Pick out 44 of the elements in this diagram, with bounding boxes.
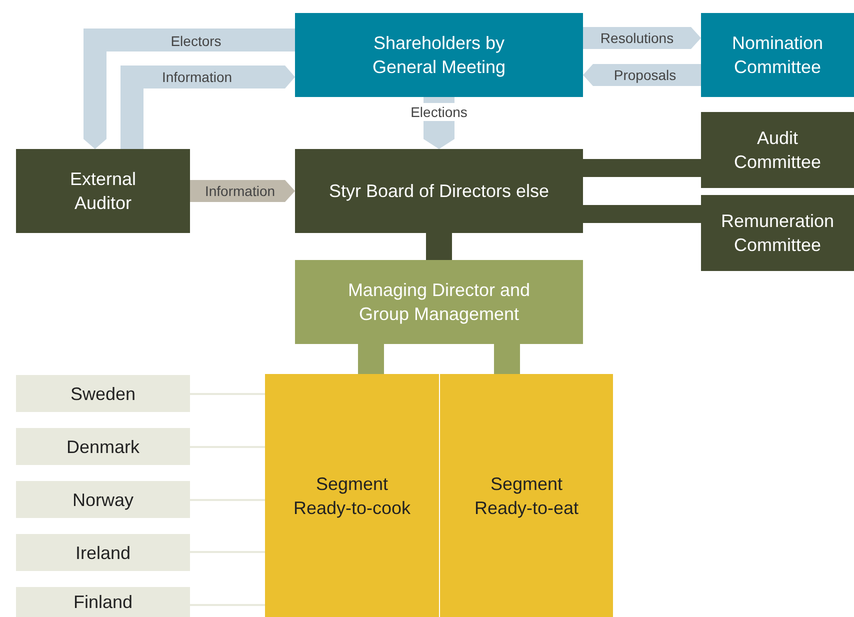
connector [358,344,384,374]
node-label: Denmark [66,436,140,458]
arrow [84,28,295,149]
connector [583,205,701,223]
committee-box [701,112,854,188]
organization-box [295,13,583,97]
connector [190,551,265,553]
arrow [190,180,295,202]
arrow [424,97,454,149]
node-label: Styr Board of Directors else [328,180,550,203]
node-label: Shareholders by General Meeting [371,32,507,79]
country-box [16,428,190,465]
committee-box [701,13,854,97]
country-box [16,587,190,617]
node-label: Ireland [75,542,131,564]
auditor-box [16,149,190,233]
segment-box [265,374,439,617]
connector [494,344,520,374]
connector [583,159,701,177]
node-label: Nomination Committee [730,32,824,79]
management-box [295,260,583,344]
node-label: Norway [72,488,134,512]
node-label: Audit Committee [732,127,822,174]
connector [190,393,265,395]
node-label: External Auditor [68,168,138,215]
segment-box [440,374,613,617]
node-label: Managing Director and Group Management [346,279,532,326]
arrow [583,64,701,86]
node-label: Segment Ready-to-cook [292,472,412,520]
connector [426,233,452,260]
node-label: Sweden [70,382,136,406]
country-box [16,534,190,571]
connector [190,604,265,606]
committee-box [701,195,854,271]
node-label: Finland [73,591,133,614]
board-box [295,149,583,233]
country-box [16,375,190,412]
arrow [120,66,295,149]
connector [190,499,265,501]
arrow [583,27,701,49]
node-label: Segment Ready-to-eat [473,472,580,520]
country-box [16,481,190,518]
node-label: Remuneration Committee [720,210,836,257]
connector [190,446,265,448]
